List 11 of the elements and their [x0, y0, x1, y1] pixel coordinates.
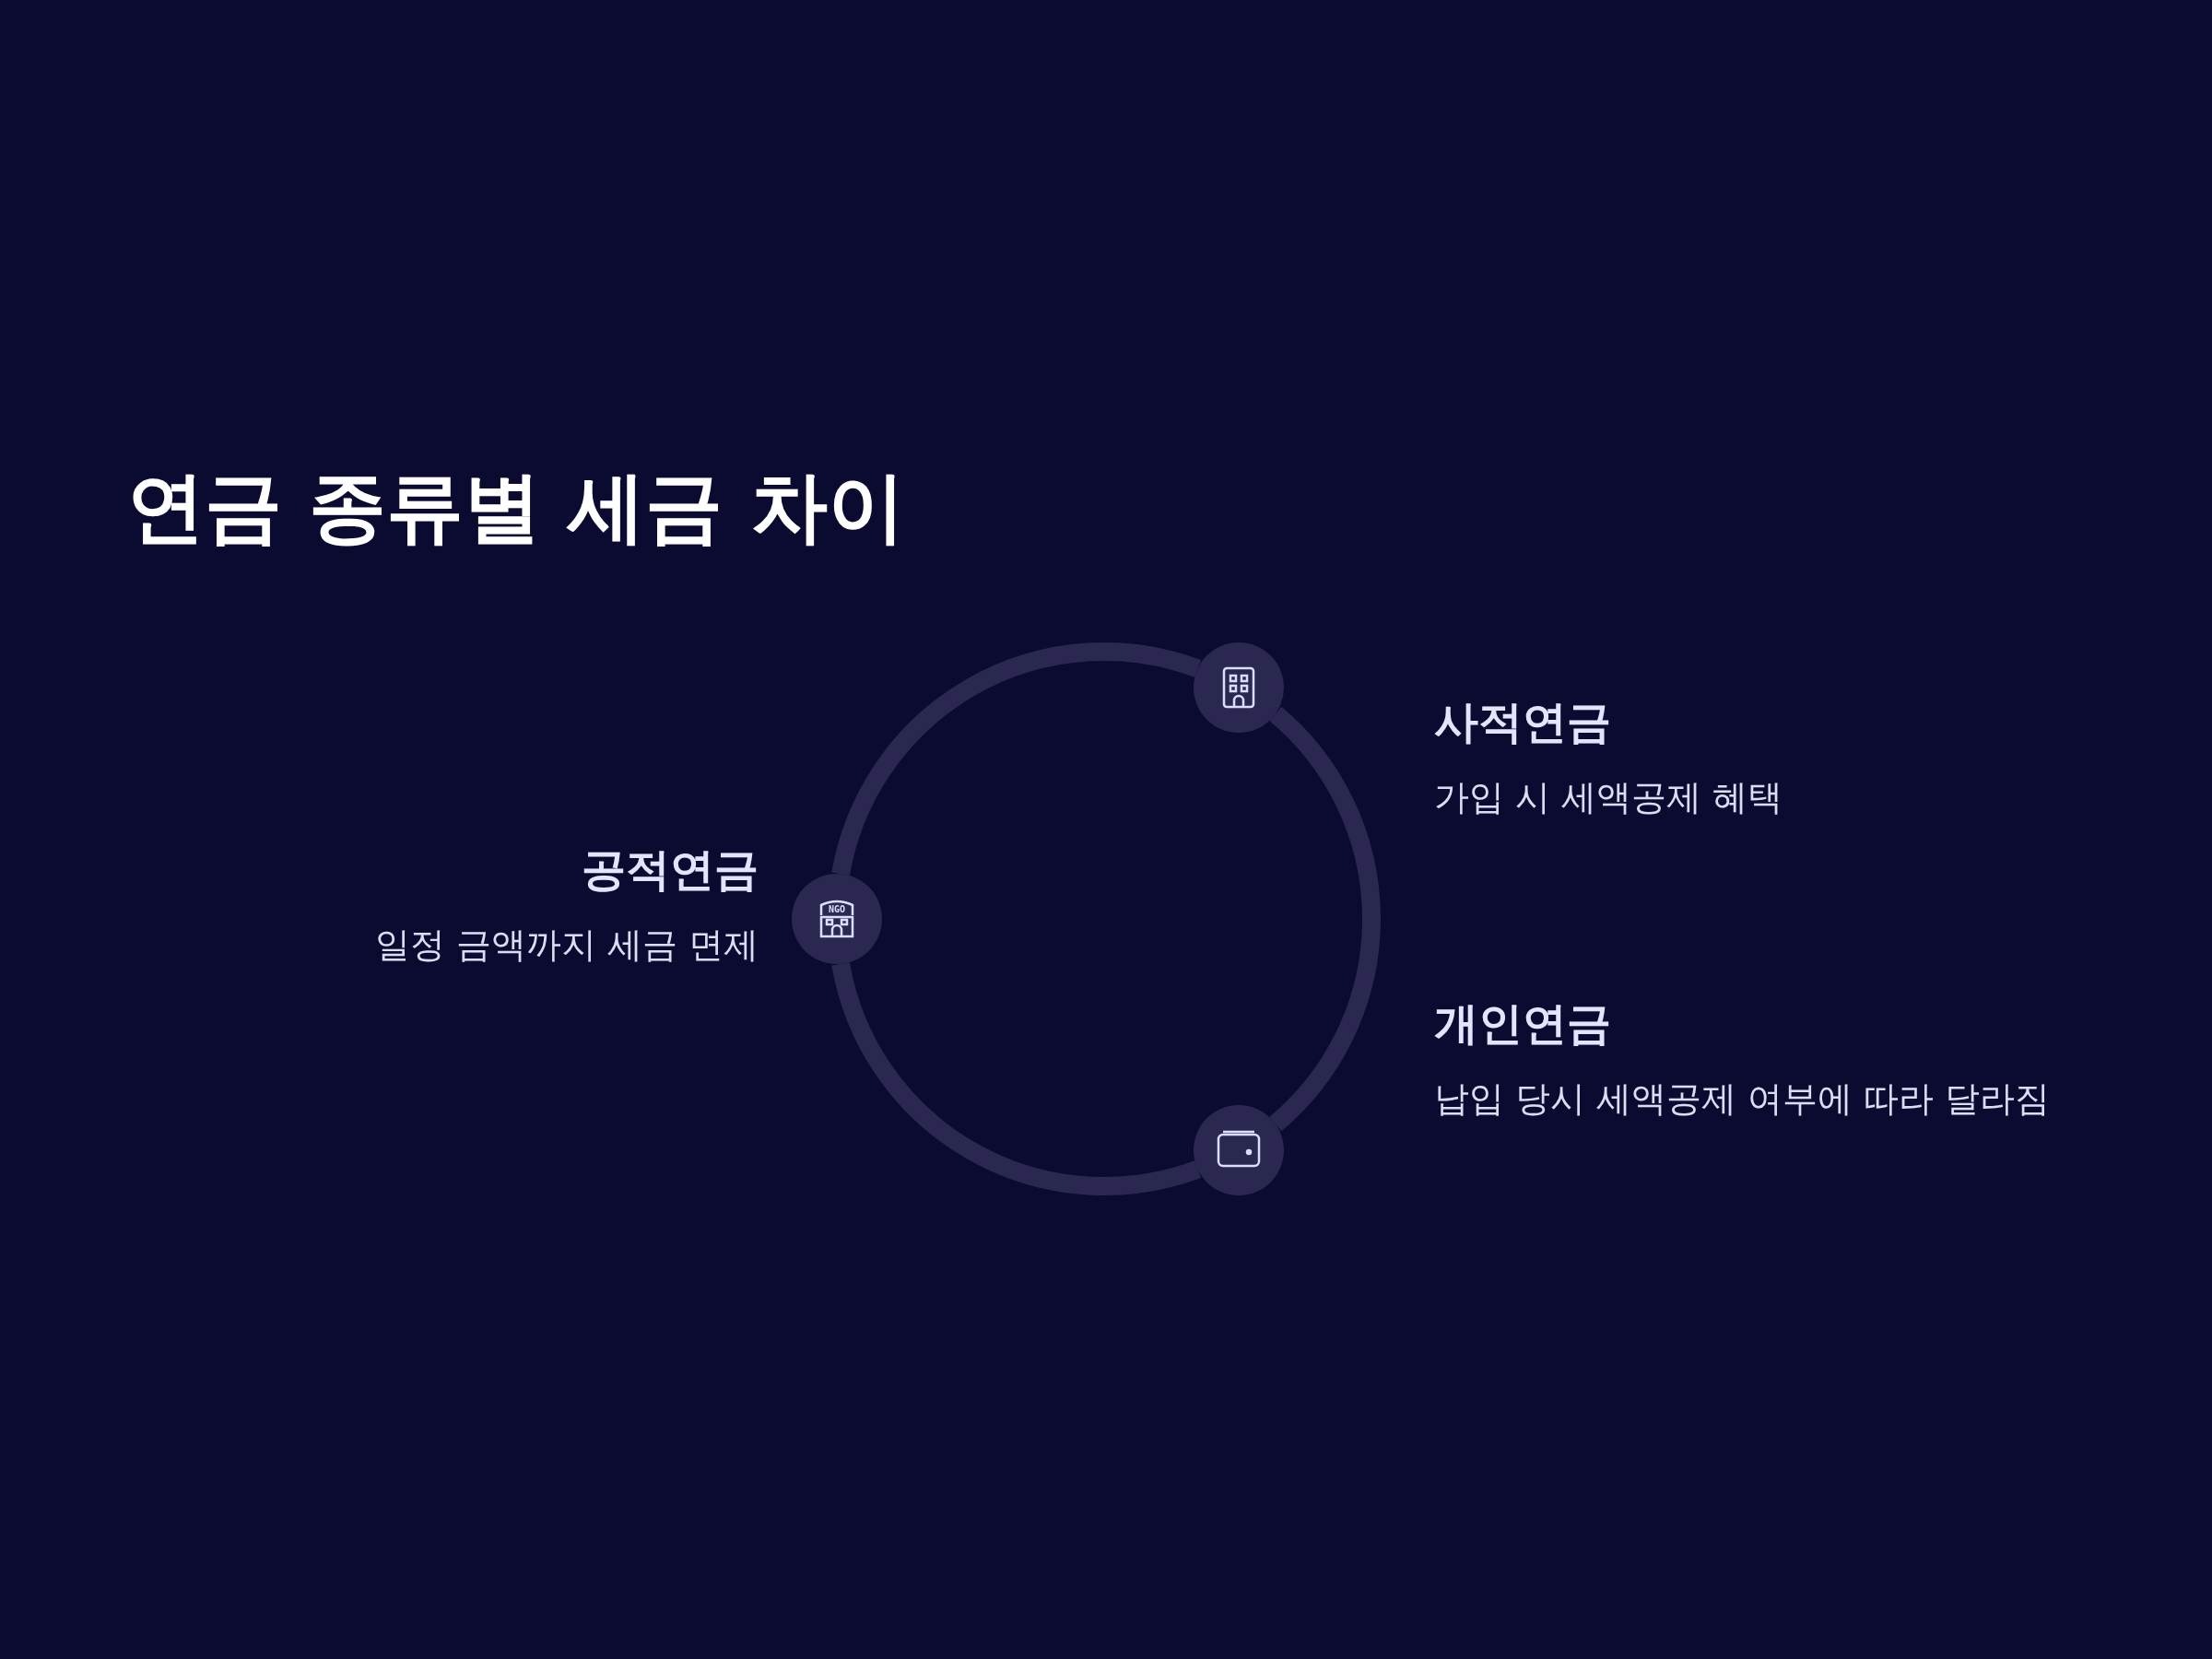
ring-arc: [1269, 707, 1381, 1131]
category-heading: 개인연금: [1434, 997, 1611, 1051]
title: 연금 종류별 세금 차이: [127, 461, 905, 554]
category-description: 납입 당시 세액공제 여부에 따라 달라짐: [1434, 1078, 2051, 1121]
category-heading: 공적연금: [582, 843, 759, 897]
ring-arc: [831, 642, 1201, 877]
category-description: 일정 금액까지 세금 면제: [374, 924, 759, 967]
ring-arc: [831, 961, 1201, 1195]
category-description: 가입 시 세액공제 혜택: [1434, 777, 1783, 819]
category-heading: 사적연금: [1434, 696, 1611, 749]
sign-text: NGO: [828, 904, 846, 914]
